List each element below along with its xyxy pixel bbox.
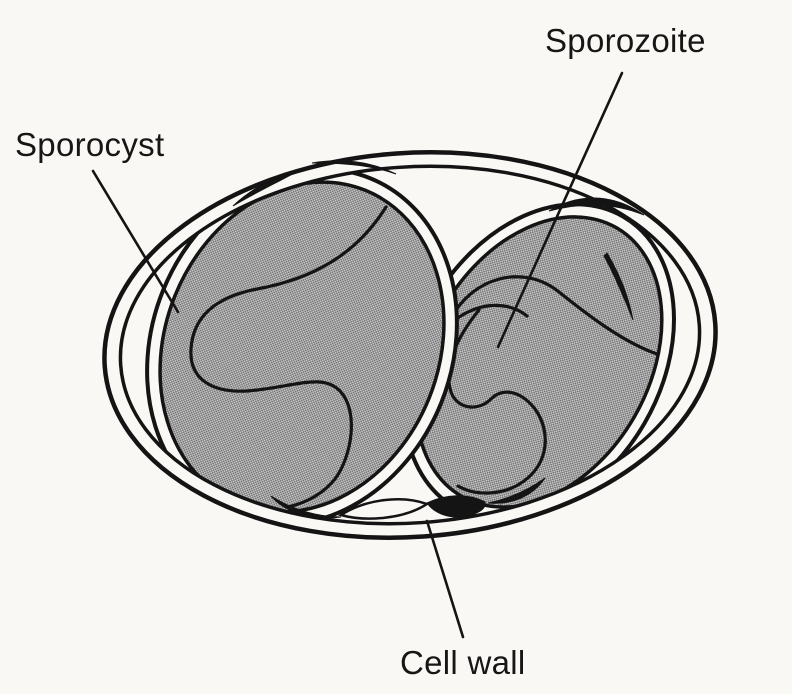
cell-wall-leader-line (425, 519, 465, 639)
cusp-bottom-left (270, 495, 342, 519)
cusp-right (603, 252, 634, 321)
cell-wall-label: Cell wall (400, 644, 526, 681)
contact-cusps (232, 160, 645, 519)
sporozoite-fold-line (189, 205, 388, 509)
cusp-top-middle (548, 197, 645, 216)
cusp-top-left (232, 170, 299, 207)
wall-bottom-lens (337, 498, 430, 520)
cell-wall-inner-line (118, 164, 702, 526)
sporocyst-label: Sporocyst (15, 126, 165, 163)
cell-wall-outer-line (102, 150, 718, 540)
cusp-top-band (311, 160, 397, 175)
sporozoite-label: Sporozoite (545, 22, 706, 59)
leader-lines (91, 71, 624, 639)
sporocyst-right (402, 202, 676, 522)
sporocyst-leader-line (91, 169, 180, 314)
sporozoite-leader-line (496, 71, 624, 349)
cusp-bottom-center (426, 495, 486, 518)
cell-wall (102, 150, 718, 540)
cusp-bottom-right (487, 477, 546, 504)
sporozoite-fold-line (448, 275, 659, 356)
sporozoite-folds-left (189, 205, 388, 509)
sporocyst-pair (145, 167, 676, 527)
sporocyst-left (145, 167, 459, 527)
